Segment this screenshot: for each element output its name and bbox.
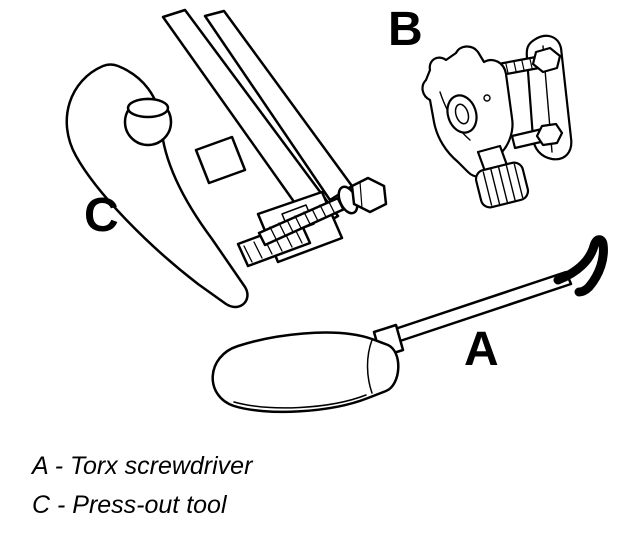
callout-label-c: C [84,189,119,242]
legend-line-c: C - Press-out tool [32,490,227,519]
handle-end-line [366,339,373,394]
clamp-tool-illustration [421,34,573,209]
hook-tip [553,235,608,297]
press-out-tool-illustration [65,8,388,309]
fork-arm-front [161,8,340,232]
pin-hole [483,94,491,102]
torx-screwdriver-illustration [211,235,608,414]
top-bolt-threads [505,58,533,74]
legend: A - Torx screwdriver C - Press-out tool [32,450,252,527]
callout-label-a: A [464,323,499,376]
handle-shading-line [233,394,367,409]
top-bolt-hex [531,46,562,74]
ribbed-knob-ribs [482,163,524,206]
legend-line-a: A - Torx screwdriver [32,452,253,480]
clamp-block [194,135,247,185]
hatched-rod-hatching [243,226,303,263]
claw-arm [65,63,249,309]
mid-bolt-hex [535,122,564,147]
bolt-hex-facet [359,181,363,209]
screwdriver-handle [211,331,400,414]
pivot-knob-cap [126,97,170,119]
bore-hole-inner [454,103,470,125]
bolt-hex-head [350,176,388,214]
callout-label-b: B [388,3,423,56]
bore-hole [446,94,478,134]
